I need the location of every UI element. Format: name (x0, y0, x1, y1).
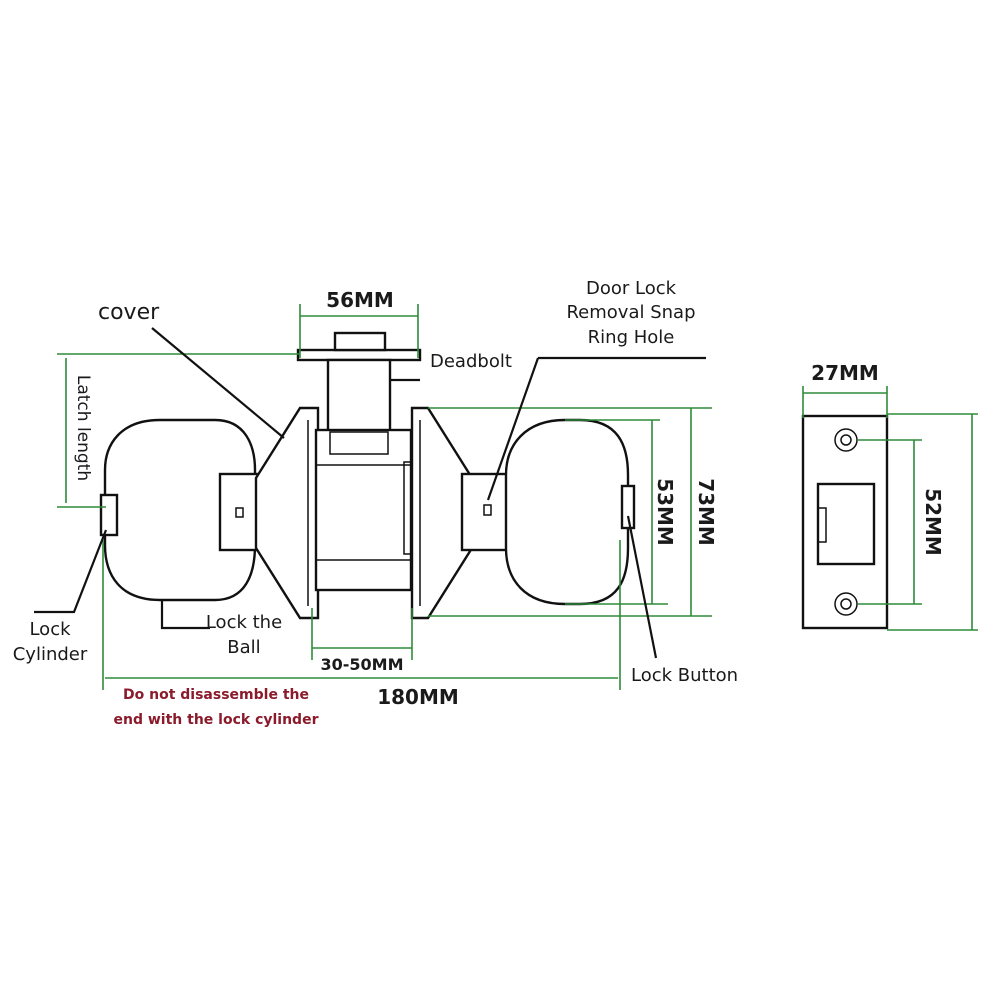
lock-button (620, 484, 636, 530)
latch-bolt (326, 358, 392, 434)
label-73mm: 73MM (694, 478, 718, 546)
label-snap-ring-1: Door Lock (586, 278, 677, 299)
lock-ball-leader (160, 600, 210, 630)
label-snap-ring-2: Removal Snap (566, 302, 695, 323)
label-180mm: 180MM (377, 685, 459, 709)
dimension-53mm (565, 419, 668, 605)
label-lock-cylinder-1: Lock (29, 619, 71, 640)
warning-line-1: Do not disassemble the (123, 687, 309, 703)
strike-plate (801, 414, 889, 630)
label-53mm: 53MM (653, 478, 677, 546)
label-30-50mm: 30-50MM (320, 655, 403, 674)
left-rose (254, 406, 320, 620)
latch-faceplate (296, 331, 422, 362)
label-27mm: 27MM (811, 361, 879, 385)
left-knob (103, 418, 257, 602)
label-snap-ring-3: Ring Hole (588, 327, 675, 348)
warning-line-2: end with the lock cylinder (114, 712, 319, 728)
label-52mm: 52MM (921, 488, 945, 556)
snap-ring-leader (486, 357, 540, 501)
lock-cylinder (99, 493, 119, 537)
label-56mm: 56MM (326, 288, 394, 312)
dimension-180mm (102, 540, 621, 690)
label-latch-length: Latch length (73, 375, 93, 481)
label-cover: cover (98, 300, 160, 325)
label-lock-ball-2: Ball (227, 637, 260, 658)
right-knob (504, 418, 630, 606)
lock-cylinder-leader (34, 529, 108, 614)
snap-ring-hole (483, 504, 492, 516)
label-lock-ball-1: Lock the (206, 612, 282, 633)
dimension-strike-height (887, 413, 978, 631)
label-lock-button: Lock Button (631, 665, 738, 686)
dimension-73mm (428, 407, 712, 617)
dimension-27mm (802, 386, 888, 418)
cover-leader (151, 327, 285, 439)
left-neck-hole (235, 507, 244, 518)
label-lock-cylinder-2: Cylinder (13, 644, 88, 665)
dimension-56mm (299, 304, 419, 358)
latch-housing (314, 428, 413, 592)
label-deadbolt: Deadbolt (430, 351, 512, 372)
dimension-52mm (858, 439, 922, 605)
dimension-latch-length (57, 353, 300, 508)
dimension-30-50mm (311, 608, 413, 660)
lock-button-leader (626, 515, 658, 659)
right-knob-neck (460, 472, 510, 552)
